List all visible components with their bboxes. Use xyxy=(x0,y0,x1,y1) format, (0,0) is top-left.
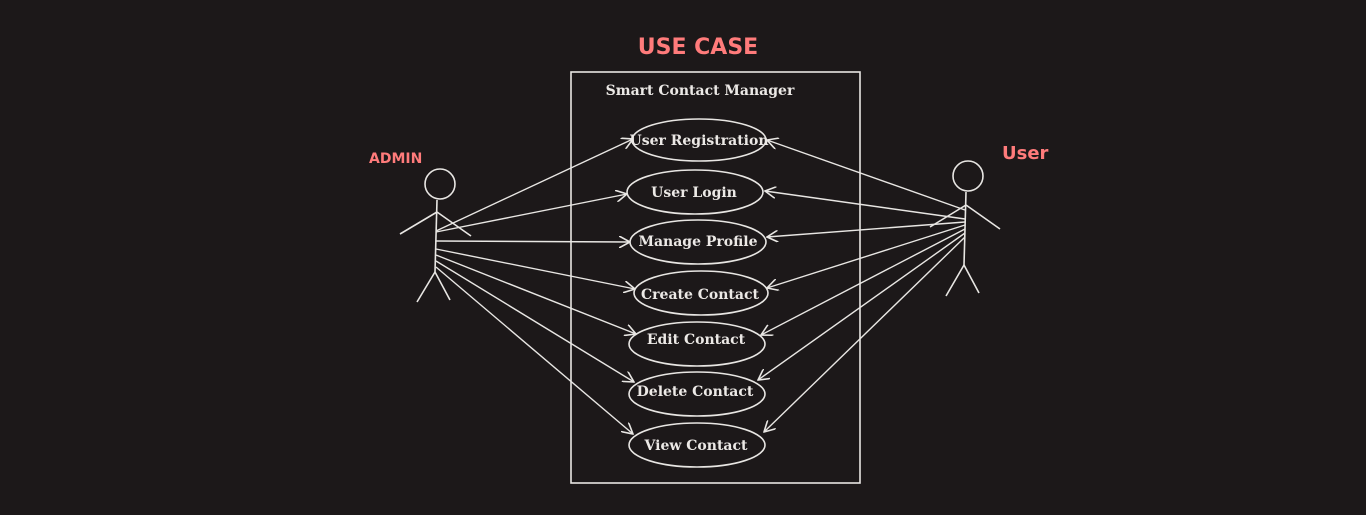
actor-head xyxy=(424,168,456,200)
actor-left-leg xyxy=(416,271,436,303)
use-case-ellipse xyxy=(628,422,766,468)
actor-left-arm xyxy=(929,204,967,228)
use-case-create-contact[interactable]: Create Contact xyxy=(633,270,769,316)
use-case-manage-profile[interactable]: Manage Profile xyxy=(629,219,767,265)
use-case-label: Create Contact xyxy=(641,287,759,303)
use-case-label: Delete Contact xyxy=(637,384,754,400)
actor-right-leg xyxy=(963,264,980,294)
assoc-admin-create xyxy=(435,248,635,289)
assoc-user-profile xyxy=(767,221,966,237)
use-case-label: Manage Profile xyxy=(638,234,757,250)
actor-right-arm xyxy=(965,204,1001,230)
actor-left-arm xyxy=(399,211,438,235)
assoc-admin-delete xyxy=(435,260,634,382)
actor-right-leg xyxy=(434,271,451,301)
use-case-view-contact[interactable]: View Contact xyxy=(628,422,766,468)
use-case-label: User Registration xyxy=(630,133,769,149)
use-case-ellipse xyxy=(631,118,767,162)
assoc-user-login xyxy=(765,191,966,220)
assoc-admin-edit xyxy=(435,254,636,334)
admin-associations xyxy=(435,139,636,434)
user-associations xyxy=(758,140,966,432)
use-case-ellipse xyxy=(628,371,766,417)
actor-user[interactable] xyxy=(929,160,1001,297)
use-case-delete-contact[interactable]: Delete Contact xyxy=(628,371,766,417)
actor-head xyxy=(952,160,984,192)
actor-admin-label: ADMIN xyxy=(369,151,422,167)
diagram-title: USE CASE xyxy=(638,35,758,60)
use-case-ellipse xyxy=(629,219,767,265)
use-case-ellipse xyxy=(628,321,766,367)
assoc-user-delete xyxy=(758,232,966,380)
assoc-admin-view xyxy=(435,266,633,434)
system-name: Smart Contact Manager xyxy=(606,83,795,99)
use-case-edit-contact[interactable]: Edit Contact xyxy=(628,321,766,367)
actor-right-arm xyxy=(436,211,472,237)
use-case-user-registration[interactable]: User Registration xyxy=(630,118,769,162)
use-case-user-login[interactable]: User Login xyxy=(626,169,764,215)
use-case-label: View Contact xyxy=(644,438,748,454)
use-case-label: User Login xyxy=(651,185,737,201)
assoc-admin-login xyxy=(435,194,627,233)
system-boundary xyxy=(570,71,861,484)
use-case-ellipse xyxy=(633,270,769,316)
assoc-user-create xyxy=(767,224,966,288)
use-case-label: Edit Contact xyxy=(647,332,746,348)
actor-user-label: User xyxy=(1002,143,1049,164)
use-cases: User Registration User Login Manage Prof… xyxy=(626,118,769,468)
use-case-ellipse xyxy=(626,169,764,215)
actor-body xyxy=(963,191,967,266)
assoc-user-view xyxy=(764,236,966,432)
assoc-user-registration xyxy=(767,140,966,211)
assoc-admin-registration xyxy=(435,139,633,232)
assoc-user-edit xyxy=(761,228,966,335)
assoc-admin-profile xyxy=(435,241,630,242)
actor-admin[interactable] xyxy=(399,168,472,303)
actor-left-leg xyxy=(945,264,965,297)
